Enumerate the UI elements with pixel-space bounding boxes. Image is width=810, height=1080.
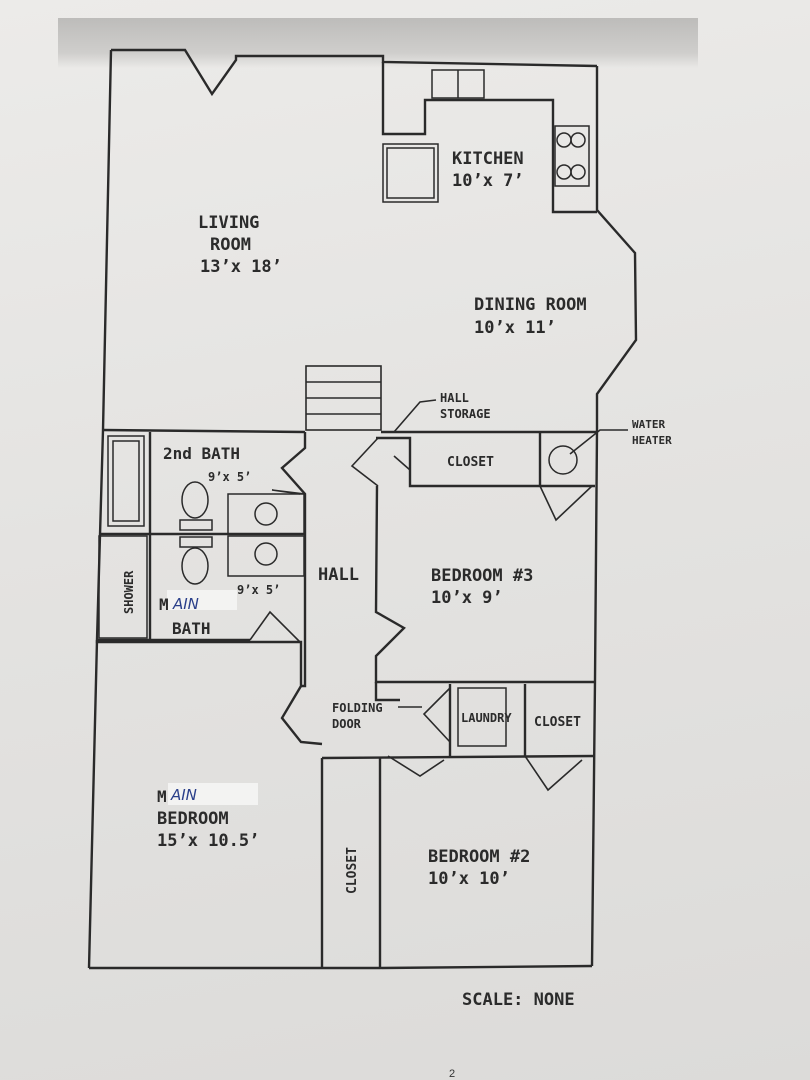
main-bedroom-prefix: M: [157, 787, 167, 806]
folding-door-label-line2: DOOR: [332, 717, 362, 731]
hall-storage-label-line2: STORAGE: [440, 407, 491, 421]
leader-lines: [393, 399, 628, 708]
bath2-fixtures: [107, 435, 305, 535]
exterior-walls: [87, 48, 638, 970]
kitchen-label: KITCHEN: [452, 149, 524, 169]
laundry-label: LAUNDRY: [461, 711, 512, 725]
living-room-label-line2: ROOM: [210, 235, 251, 255]
shower-stall: [98, 535, 148, 639]
closet-top-label: CLOSET: [447, 455, 494, 470]
vanity-2nd-bath: [227, 493, 305, 535]
toilet-main-bath: [181, 547, 209, 585]
right-wall: [590, 66, 638, 967]
bedroom2-label: BEDROOM #2: [428, 847, 530, 867]
correction-patch-bedroom: [168, 783, 258, 805]
water-heater-label-line2: HEATER: [632, 434, 672, 447]
page-shadow: [58, 18, 698, 68]
stairs: [305, 365, 382, 431]
bedroom2-size: 10’x 10’: [428, 869, 510, 889]
main-bedroom-handwritten: AIN: [170, 786, 197, 804]
main-bath-label-line2: BATH: [172, 619, 211, 638]
main-bath-fixtures: [98, 535, 305, 639]
water-heater-label-line1: WATER: [632, 418, 665, 431]
hall-storage-label-line1: HALL: [440, 391, 469, 405]
bath2-label: 2nd BATH: [163, 444, 240, 463]
top-wall: [111, 48, 598, 97]
living-room-label-line1: LIVING: [198, 213, 259, 233]
refrigerator: [382, 143, 439, 203]
shower-label: SHOWER: [122, 570, 136, 614]
main-bath-handwritten: AIN: [172, 595, 199, 613]
page-number: 2: [449, 1068, 455, 1080]
interior-walls: [95, 428, 597, 968]
kitchen-size: 10’x 7’: [452, 171, 524, 191]
correction-patch-bath: [167, 590, 237, 610]
bottom-wall: [89, 964, 593, 970]
dining-room-label: DINING ROOM: [474, 295, 587, 315]
main-bath-prefix: M: [159, 595, 169, 614]
closet-vertical-label: CLOSET: [345, 847, 360, 894]
folding-door-label-line1: FOLDING: [332, 701, 383, 715]
bath2-size: 9’x 5’: [208, 470, 251, 484]
main-bedroom-label-line2: BEDROOM: [157, 809, 229, 829]
bedroom3-size: 10’x 9’: [431, 588, 503, 608]
kitchen-counter-wall: [381, 62, 597, 214]
kitchen-fixtures: [381, 62, 597, 214]
hall-label: HALL: [318, 565, 359, 585]
main-bedroom-size: 15’x 10.5’: [157, 831, 259, 851]
vanity-main-bath: [227, 535, 305, 577]
closet-laundry-label: CLOSET: [534, 715, 581, 730]
bedroom3-label: BEDROOM #3: [431, 566, 533, 586]
main-bath-size: 9’x 5’: [237, 583, 280, 597]
washer-dryer: [457, 687, 507, 747]
water-heater-tank: [548, 445, 578, 475]
bathtub: [107, 435, 145, 527]
living-room-size: 13’x 18’: [200, 257, 282, 277]
toilet-2nd-bath: [181, 481, 209, 519]
room-labels: LIVING ROOM 13’x 18’ KITCHEN 10’x 7’ DIN…: [122, 149, 672, 1010]
scale-text: SCALE: NONE: [462, 990, 575, 1010]
stove: [554, 125, 590, 187]
dining-room-size: 10’x 11’: [474, 318, 556, 338]
